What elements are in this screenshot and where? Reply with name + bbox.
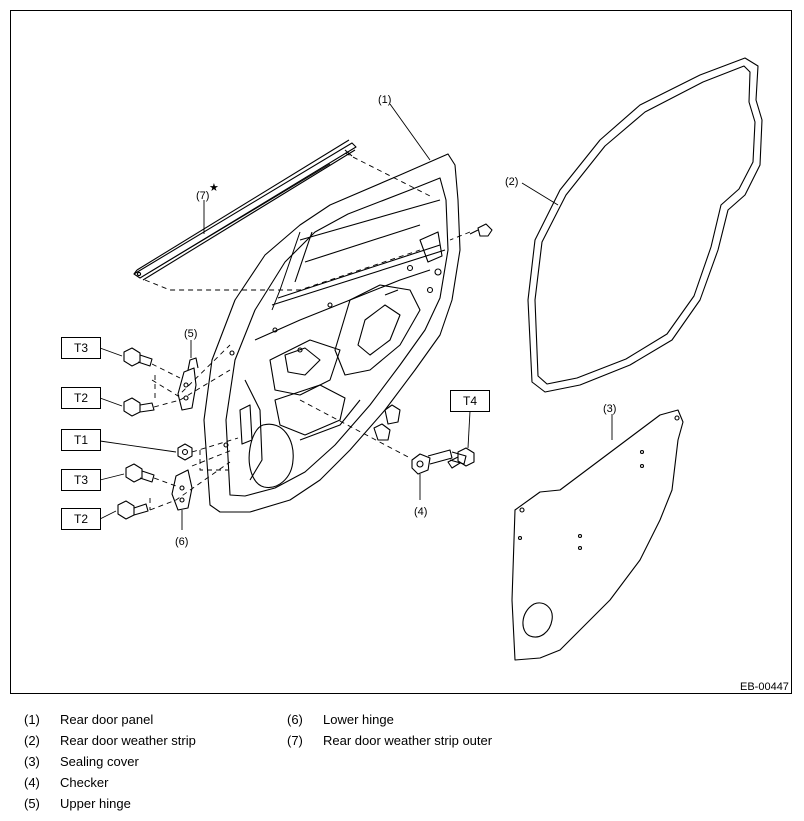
callout-7: (7) (196, 190, 209, 202)
bolt-t2-upper (123, 397, 155, 417)
legend-name: Rear door weather strip outer (323, 733, 493, 748)
bolt-t3-lower (125, 463, 155, 483)
lower-hinge (171, 469, 193, 511)
rear-door-weather-strip (527, 57, 763, 393)
callout-2: (2) (505, 176, 518, 188)
bolt-t2-lower (117, 500, 149, 520)
diagram-frame (10, 10, 792, 694)
clip (469, 223, 493, 237)
legend-name: Checker (60, 775, 109, 790)
torque-label-t2-lower: T2 (61, 508, 101, 530)
legend-name: Sealing cover (60, 754, 139, 769)
callout-6: (6) (175, 536, 188, 548)
callout-3: (3) (603, 403, 616, 415)
legend-name: Rear door panel (60, 712, 154, 727)
nut-t1 (177, 443, 193, 461)
torque-label-t3-lower: T3 (61, 469, 101, 491)
rear-door-panel (203, 153, 461, 513)
bolt-t3-upper (123, 347, 153, 367)
callout-1: (1) (378, 94, 391, 106)
callout-4: (4) (414, 506, 427, 518)
guide-lines-strip (144, 152, 431, 291)
legend-name: Lower hinge (323, 712, 394, 727)
diagram-code: EB-00447 (740, 681, 789, 693)
legend-number: (4) (24, 775, 40, 790)
bolt-t4 (447, 447, 475, 469)
leader-lines (99, 103, 613, 530)
assembly-lines (149, 231, 471, 511)
torque-label-t4: T4 (450, 390, 490, 412)
exploded-view-diagram: (1) (2) (3) (4) (5) (6) (7) ★ (99, 57, 763, 661)
weather-strip-outer (133, 139, 357, 281)
checker (411, 449, 467, 475)
legend-number: (3) (24, 754, 40, 769)
torque-label-t2-upper: T2 (61, 387, 101, 409)
legend-name: Rear door weather strip (60, 733, 196, 748)
star-icon: ★ (209, 182, 219, 194)
legend-number: (7) (287, 733, 303, 748)
legend-number: (6) (287, 712, 303, 727)
legend-number: (2) (24, 733, 40, 748)
sealing-cover (511, 409, 684, 661)
upper-hinge (177, 357, 199, 411)
callout-5: (5) (184, 328, 197, 340)
torque-label-t1: T1 (61, 429, 101, 451)
legend-number: (5) (24, 796, 40, 811)
legend-number: (1) (24, 712, 40, 727)
grommet (373, 404, 401, 441)
torque-label-t3-upper: T3 (61, 337, 101, 359)
legend-name: Upper hinge (60, 796, 131, 811)
